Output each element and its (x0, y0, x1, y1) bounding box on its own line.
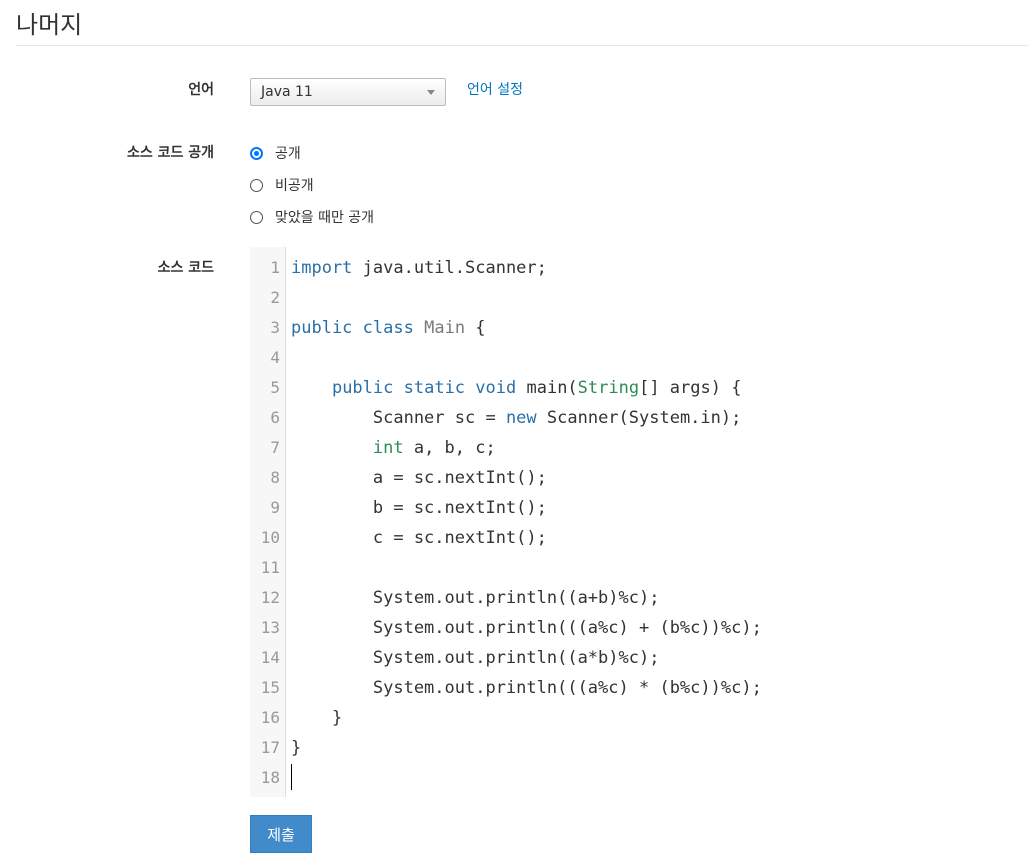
code-token (291, 378, 332, 398)
code-token: a = sc.nextInt(); (291, 468, 547, 488)
code-line: } (291, 703, 342, 733)
code-token (291, 438, 373, 458)
language-settings-link[interactable]: 언어 설정 (467, 82, 523, 98)
code-line: a = sc.nextInt(); (291, 463, 547, 493)
code-line: public class Main { (291, 313, 486, 343)
radio-visibility-public[interactable]: 공개 (250, 143, 301, 163)
line-number: 11 (260, 558, 280, 577)
code-line: b = sc.nextInt(); (291, 493, 547, 523)
line-number: 6 (270, 408, 280, 427)
code-token: { (465, 318, 486, 338)
code-token: System.out.println(((a%c) * (b%c))%c); (291, 678, 762, 698)
code-token: Main (424, 318, 466, 338)
line-number: 1 (270, 258, 280, 277)
line-number: 4 (270, 348, 280, 367)
code-line: System.out.println(((a%c) + (b%c))%c); (291, 613, 762, 643)
line-number: 12 (260, 588, 280, 607)
line-number: 13 (260, 618, 280, 637)
line-number: 5 (270, 378, 280, 397)
line-number: 10 (260, 528, 280, 547)
code-token: public (291, 318, 353, 338)
code-line: public static void main(String[] args) { (291, 373, 742, 403)
code-token: String (577, 378, 640, 398)
code-token: } (291, 708, 343, 728)
title-divider (16, 45, 1028, 46)
code-token: class (362, 318, 414, 338)
code-line: System.out.println(((a%c) * (b%c))%c); (291, 673, 762, 703)
code-token: a, b, c; (403, 438, 496, 458)
code-line: System.out.println((a*b)%c); (291, 643, 660, 673)
page-title: 나머지 (16, 11, 83, 39)
code-line: Scanner sc = new Scanner(System.in); (291, 403, 741, 433)
radio-label-accepted-only: 맞았을 때만 공개 (275, 210, 375, 226)
code-token: System.out.println((a*b)%c); (291, 648, 660, 668)
code-token: System.out.println(((a%c) + (b%c))%c); (291, 618, 762, 638)
code-token: Scanner sc = (291, 408, 506, 428)
radio-button-private[interactable] (250, 178, 263, 192)
line-number: 18 (260, 768, 280, 787)
code-token: b = sc.nextInt(); (291, 498, 547, 518)
language-select[interactable]: Java 11 (250, 78, 446, 106)
code-line: import java.util.Scanner; (291, 253, 547, 283)
code-token: import (291, 258, 353, 278)
code-token: main( (516, 378, 578, 398)
code-token (393, 378, 403, 398)
code-line: System.out.println((a+b)%c); (291, 583, 660, 613)
source-code-label: 소스 코드 (157, 260, 214, 276)
line-number: 14 (260, 648, 280, 667)
code-token: new (505, 408, 537, 428)
code-line: int a, b, c; (291, 433, 496, 463)
code-token: void (475, 378, 517, 398)
code-line: c = sc.nextInt(); (291, 523, 547, 553)
visibility-label: 소스 코드 공개 (126, 145, 214, 161)
line-number: 8 (270, 468, 280, 487)
code-token (352, 318, 362, 338)
language-select-value: Java 11 (261, 84, 313, 100)
code-token: public (331, 378, 394, 398)
code-token: java.util.Scanner; (352, 258, 547, 278)
chevron-down-icon (427, 90, 435, 95)
line-number: 9 (270, 498, 280, 517)
line-number: 16 (260, 708, 280, 727)
radio-button-accepted-only[interactable] (250, 210, 263, 224)
line-number: 2 (270, 288, 280, 307)
code-token: System.out.println((a+b)%c); (291, 588, 660, 608)
code-line: } (291, 733, 301, 763)
line-number: 17 (260, 738, 280, 757)
code-token: Scanner(System.in); (536, 408, 742, 428)
radio-label-private: 비공개 (275, 178, 314, 194)
code-token: } (291, 738, 302, 758)
language-label: 언어 (188, 82, 214, 98)
radio-visibility-private[interactable]: 비공개 (250, 175, 314, 195)
code-token: [] args) { (639, 378, 742, 398)
code-token: int (372, 438, 404, 458)
line-number: 7 (270, 438, 280, 457)
code-token: c = sc.nextInt(); (291, 528, 547, 548)
text-cursor (291, 764, 292, 790)
radio-button-public[interactable] (250, 146, 263, 160)
radio-label-public: 공개 (275, 146, 301, 162)
code-token (414, 318, 424, 338)
code-token (465, 378, 475, 398)
line-number: 15 (260, 678, 280, 697)
line-number: 3 (270, 318, 280, 337)
code-token: static (403, 378, 466, 398)
submit-button[interactable]: 제출 (250, 815, 312, 853)
radio-visibility-accepted-only[interactable]: 맞았을 때만 공개 (250, 207, 374, 227)
